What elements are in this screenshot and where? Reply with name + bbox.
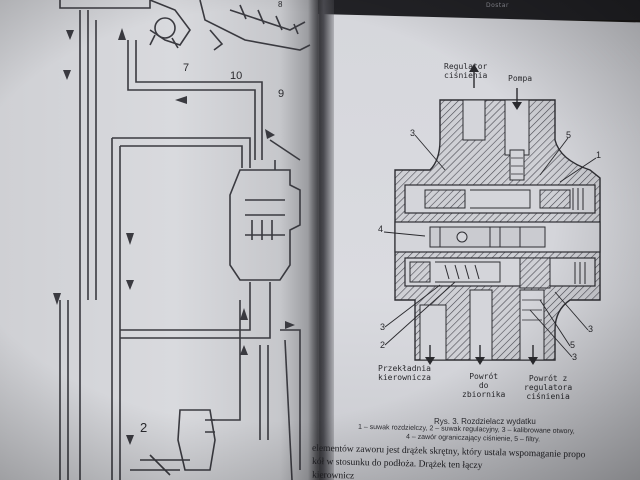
label-powrot-do-zbiornika: Powrót do zbiornika [462, 372, 506, 399]
callout-3-left: 3 [380, 322, 386, 332]
label-regulator-text: Regulator ciśnienia [444, 62, 488, 80]
callout-3-bottom: 3 [572, 352, 578, 362]
callout-3-right: 3 [588, 324, 594, 334]
label-pompa: Pompa [508, 74, 533, 83]
callout-2: 2 [140, 420, 148, 435]
label-powrot-z-regulatora: Powrót z regulatora ciśnienia [524, 374, 573, 401]
callout-5-top: 5 [566, 130, 572, 140]
figure-caption-title: Rys. 3. Rozdzielacz wydatku [434, 417, 536, 426]
callout-3-top: 3 [410, 128, 416, 138]
left-page [0, 0, 318, 480]
callout-1: 1 [596, 150, 602, 160]
callout-2-spool: 2 [380, 340, 386, 350]
dark-background-text: Dostar [486, 2, 509, 9]
callout-9: 9 [278, 88, 285, 100]
callout-5-bottom: 5 [570, 340, 576, 350]
book-gutter [308, 0, 334, 480]
callout-10: 10 [230, 70, 243, 82]
body-text-line-3: kierownicz [311, 470, 355, 480]
callout-8: 8 [278, 0, 283, 9]
dark-background-top [318, 0, 640, 20]
label-regulator-cisnienia: Regulator ciśnienia [444, 62, 487, 80]
label-przekladnia-kierownicza: Przekładnia kierownicza [378, 364, 431, 382]
callout-4: 4 [378, 224, 384, 234]
callout-7: 7 [183, 62, 190, 74]
